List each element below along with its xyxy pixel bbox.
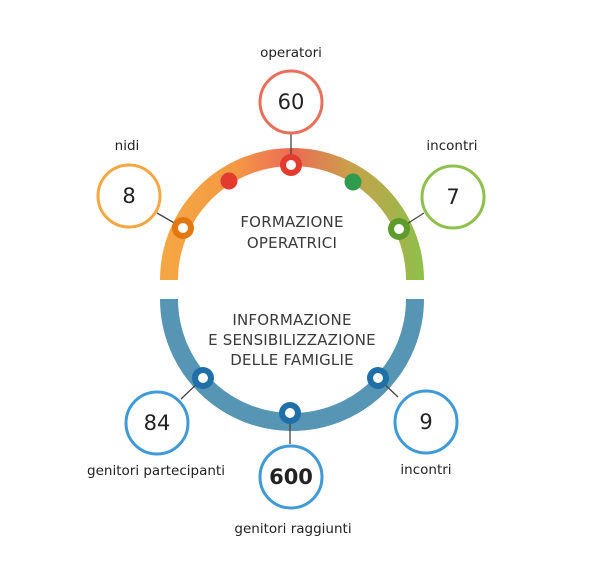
metric-label-incontri-famiglie: incontri (400, 462, 451, 478)
metric-incontri-formazione: 7 incontri (420, 138, 486, 230)
node-incontri-formazione (388, 218, 410, 240)
metric-label-genitori-raggiunti: genitori raggiunti (234, 521, 351, 537)
section-title-bottom-line-1: INFORMAZIONE (232, 311, 351, 329)
metric-nidi: 8 nidi (96, 138, 162, 229)
node-genitori-raggiunti (279, 402, 301, 424)
section-title-bottom-line-3: DELLE FAMIGLIE (230, 351, 354, 369)
metric-value-incontri-formazione: 7 (446, 185, 459, 209)
metric-genitori-raggiunti: 600 genitori raggiunti (234, 444, 352, 537)
section-title-top-line-1: FORMAZIONE (240, 213, 343, 231)
metric-label-operatori: operatori (260, 45, 322, 61)
metric-label-genitori-partecipanti: genitori partecipanti (87, 463, 225, 479)
section-title-bottom-line-2: E SENSIBILIZZAZIONE (208, 331, 376, 349)
metric-incontri-famiglie: 9 incontri (393, 389, 459, 478)
accent-dot-green (344, 173, 362, 191)
metric-value-incontri-famiglie: 9 (419, 410, 432, 434)
metric-value-genitori-raggiunti: 600 (269, 465, 313, 489)
node-nidi (172, 217, 194, 239)
section-title-top-line-2: OPERATRICI (247, 234, 337, 252)
node-operatori (280, 154, 302, 176)
metric-value-operatori: 60 (278, 90, 305, 114)
metric-label-incontri-formazione: incontri (426, 138, 477, 154)
metric-genitori-partecipanti: 84 genitori partecipanti (87, 390, 225, 479)
node-genitori-partecipanti (192, 367, 214, 389)
metric-value-nidi: 8 (122, 184, 135, 208)
node-incontri-famiglie (367, 367, 389, 389)
accent-dot-red (220, 172, 238, 190)
metric-operatori: 60 operatori (258, 45, 324, 135)
metric-value-genitori-partecipanti: 84 (144, 411, 171, 435)
metric-label-nidi: nidi (115, 138, 140, 154)
